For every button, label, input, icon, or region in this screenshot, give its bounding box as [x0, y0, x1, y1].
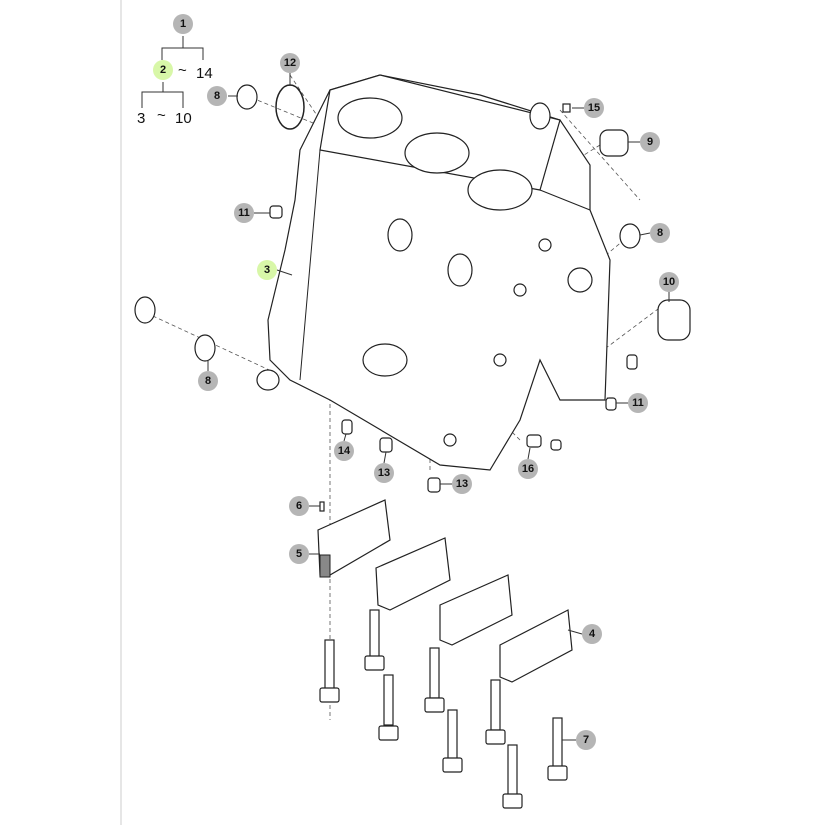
svg-text:12: 12 [284, 57, 296, 69]
bushing-10[interactable] [657, 299, 691, 341]
svg-text:14: 14 [338, 445, 351, 457]
bearing-cap-5[interactable] [317, 499, 391, 578]
callout-4[interactable]: 4 [582, 624, 602, 644]
pin-11-left[interactable] [269, 205, 283, 219]
svg-text:3: 3 [264, 264, 270, 276]
tree-end-10: 10 [175, 110, 192, 127]
svg-text:8: 8 [657, 227, 663, 239]
pin-6[interactable] [319, 501, 325, 512]
callout-2[interactable]: 2 [153, 60, 173, 80]
callout-13[interactable]: 13 [452, 474, 472, 494]
svg-text:1: 1 [180, 18, 186, 30]
callout-13[interactable]: 13 [374, 463, 394, 483]
callout-11[interactable]: 11 [628, 393, 648, 413]
svg-text:11: 11 [632, 397, 644, 409]
pin-15[interactable] [562, 103, 571, 113]
svg-text:9: 9 [647, 136, 653, 148]
bearing-cap-3[interactable] [439, 574, 513, 646]
svg-text:8: 8 [205, 375, 211, 387]
svg-text:4: 4 [589, 628, 596, 640]
pin-11-right[interactable] [605, 397, 617, 411]
bearing-cap-2[interactable] [375, 537, 451, 611]
bolts-7[interactable] [319, 609, 568, 809]
callout-10[interactable]: 10 [659, 272, 679, 292]
callout-9[interactable]: 9 [640, 132, 660, 152]
callout-5[interactable]: 5 [289, 544, 309, 564]
svg-text:5: 5 [296, 548, 302, 560]
pin-right-mid[interactable] [626, 354, 638, 370]
svg-text:6: 6 [296, 500, 302, 512]
callout-6[interactable]: 6 [289, 496, 309, 516]
plug-8-far-left[interactable] [134, 296, 156, 324]
pin-13-a[interactable] [379, 437, 393, 453]
pin-14[interactable] [341, 419, 353, 435]
plug-8-left[interactable] [194, 334, 216, 362]
bushing-9[interactable] [599, 129, 629, 157]
svg-text:10: 10 [663, 276, 675, 288]
pin-13-b[interactable] [427, 477, 441, 493]
cylinder-block[interactable] [267, 74, 611, 471]
tree-sep-2: ~ [157, 107, 166, 124]
callout-12[interactable]: 12 [280, 53, 300, 73]
callout-8[interactable]: 8 [198, 371, 218, 391]
bearing-cap-4[interactable] [499, 609, 573, 683]
plug-8-top[interactable] [236, 84, 258, 110]
assembly-tree: ~ 14 3 ~ 10 [137, 36, 213, 127]
svg-text:8: 8 [214, 90, 220, 102]
svg-text:2: 2 [160, 64, 166, 76]
svg-text:11: 11 [238, 207, 250, 219]
svg-text:16: 16 [522, 463, 534, 475]
svg-text:13: 13 [378, 467, 390, 479]
callout-7[interactable]: 7 [576, 730, 596, 750]
pin-16[interactable] [526, 434, 562, 451]
callout-15[interactable]: 15 [584, 98, 604, 118]
svg-text:13: 13 [456, 478, 468, 490]
callout-8[interactable]: 8 [650, 223, 670, 243]
plug-8-right-top[interactable] [529, 102, 551, 130]
tree-end-14: 14 [196, 65, 213, 82]
callout-8[interactable]: 8 [207, 86, 227, 106]
callout-14[interactable]: 14 [334, 441, 354, 461]
plug-8-right[interactable] [619, 223, 641, 249]
svg-text:15: 15 [588, 102, 600, 114]
tree-start-3: 3 [137, 110, 145, 127]
callout-16[interactable]: 16 [518, 459, 538, 479]
o-ring-12[interactable] [275, 84, 305, 130]
plug-8-bottom[interactable] [256, 369, 280, 391]
callout-1[interactable]: 1 [173, 14, 193, 34]
callout-11[interactable]: 11 [234, 203, 254, 223]
svg-text:7: 7 [583, 734, 589, 746]
tree-sep-1: ~ [178, 62, 187, 79]
callout-3[interactable]: 3 [257, 260, 277, 280]
